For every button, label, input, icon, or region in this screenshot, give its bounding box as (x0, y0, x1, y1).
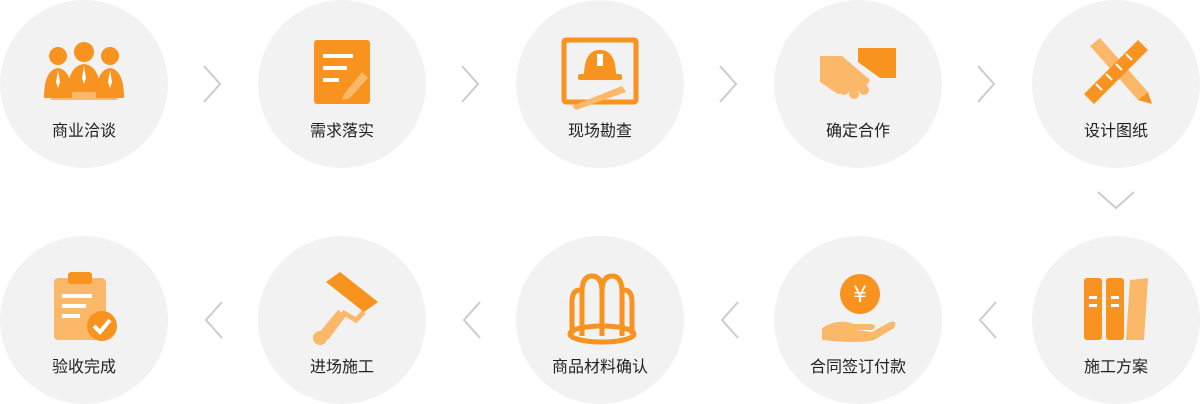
material-rolls-icon (567, 273, 637, 345)
step-label: 需求落实 (309, 121, 374, 140)
hardhat-blueprint-icon (561, 37, 639, 110)
step-materials-confirmation: 商品材料确认 (516, 236, 684, 404)
chevron-left-icon (720, 301, 739, 339)
step-label: 合同签订付款 (809, 357, 906, 376)
chevron-down-icon (1097, 191, 1135, 210)
svg-text:¥: ¥ (853, 283, 867, 308)
step-confirm-cooperation: 确定合作 (774, 0, 942, 168)
step-label: 商品材料确认 (551, 357, 648, 376)
step-site-construction: 进场施工 (258, 236, 426, 404)
chevron-left-icon (204, 301, 223, 339)
handshake-icon (820, 48, 896, 99)
step-business-negotiation: 商业洽谈 (0, 0, 168, 168)
ruler-pencil-icon (1084, 38, 1152, 104)
clipboard-check-icon (54, 272, 117, 341)
yen-coin-hand-icon: ¥ (822, 274, 896, 342)
meeting-people-icon (44, 42, 124, 100)
binders-icon (1084, 278, 1148, 340)
step-contract-payment: ¥ 合同签订付款 (774, 236, 942, 404)
chevron-right-icon (977, 65, 996, 103)
chevron-right-icon (719, 65, 738, 103)
step-label: 设计图纸 (1083, 121, 1148, 140)
step-construction-plan: 施工方案 (1032, 236, 1200, 404)
step-site-survey: 现场勘查 (516, 0, 684, 168)
step-label: 确定合作 (825, 121, 890, 140)
paint-roller-icon (313, 272, 378, 345)
chevron-left-icon (978, 301, 997, 339)
step-acceptance-complete: 验收完成 (0, 236, 168, 404)
chevron-right-icon (203, 65, 222, 103)
document-edit-icon (314, 40, 370, 104)
step-design-drawings: 设计图纸 (1032, 0, 1200, 168)
step-label: 验收完成 (51, 357, 116, 376)
chevron-right-icon (461, 65, 480, 103)
step-label: 现场勘查 (567, 121, 632, 140)
step-label: 商业洽谈 (51, 121, 116, 140)
step-requirements: 需求落实 (258, 0, 426, 168)
step-label: 进场施工 (309, 357, 374, 376)
step-label: 施工方案 (1083, 357, 1148, 376)
chevron-left-icon (462, 301, 481, 339)
